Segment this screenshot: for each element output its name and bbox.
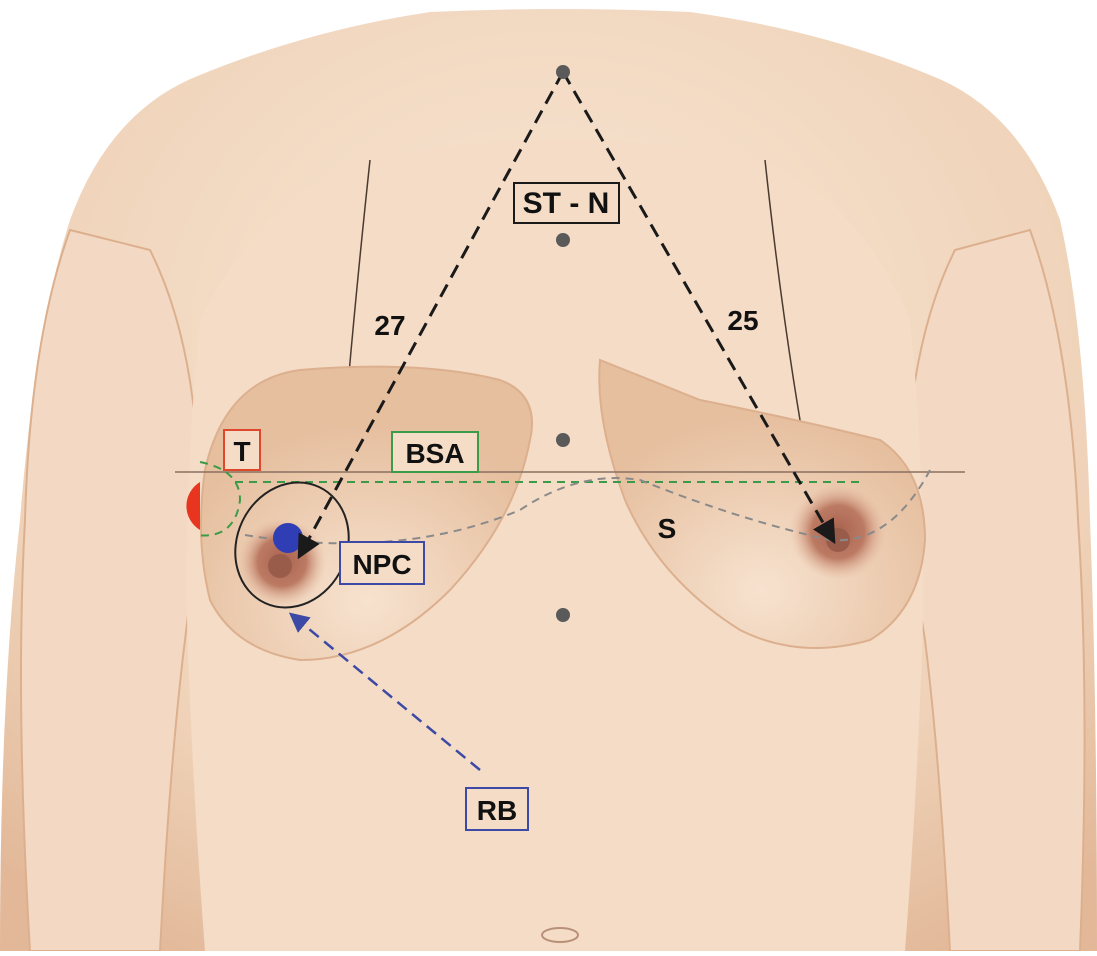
midline-dot-icon-3 (556, 608, 570, 622)
s-label: S (658, 513, 677, 544)
bsa-label: BSA (405, 438, 464, 469)
right-distance-label: 25 (727, 305, 758, 336)
st-n-label: ST - N (523, 187, 610, 220)
midline-dot-icon-2 (556, 433, 570, 447)
t-label: T (233, 436, 250, 467)
sternal-notch-dot-icon (556, 65, 570, 79)
midline-dot-icon-1 (556, 233, 570, 247)
rb-label: RB (477, 795, 517, 826)
npc-label: NPC (352, 549, 411, 580)
left-distance-label: 27 (374, 310, 405, 341)
left-nipple (268, 554, 292, 578)
nipple-target-circle-icon (273, 523, 303, 553)
